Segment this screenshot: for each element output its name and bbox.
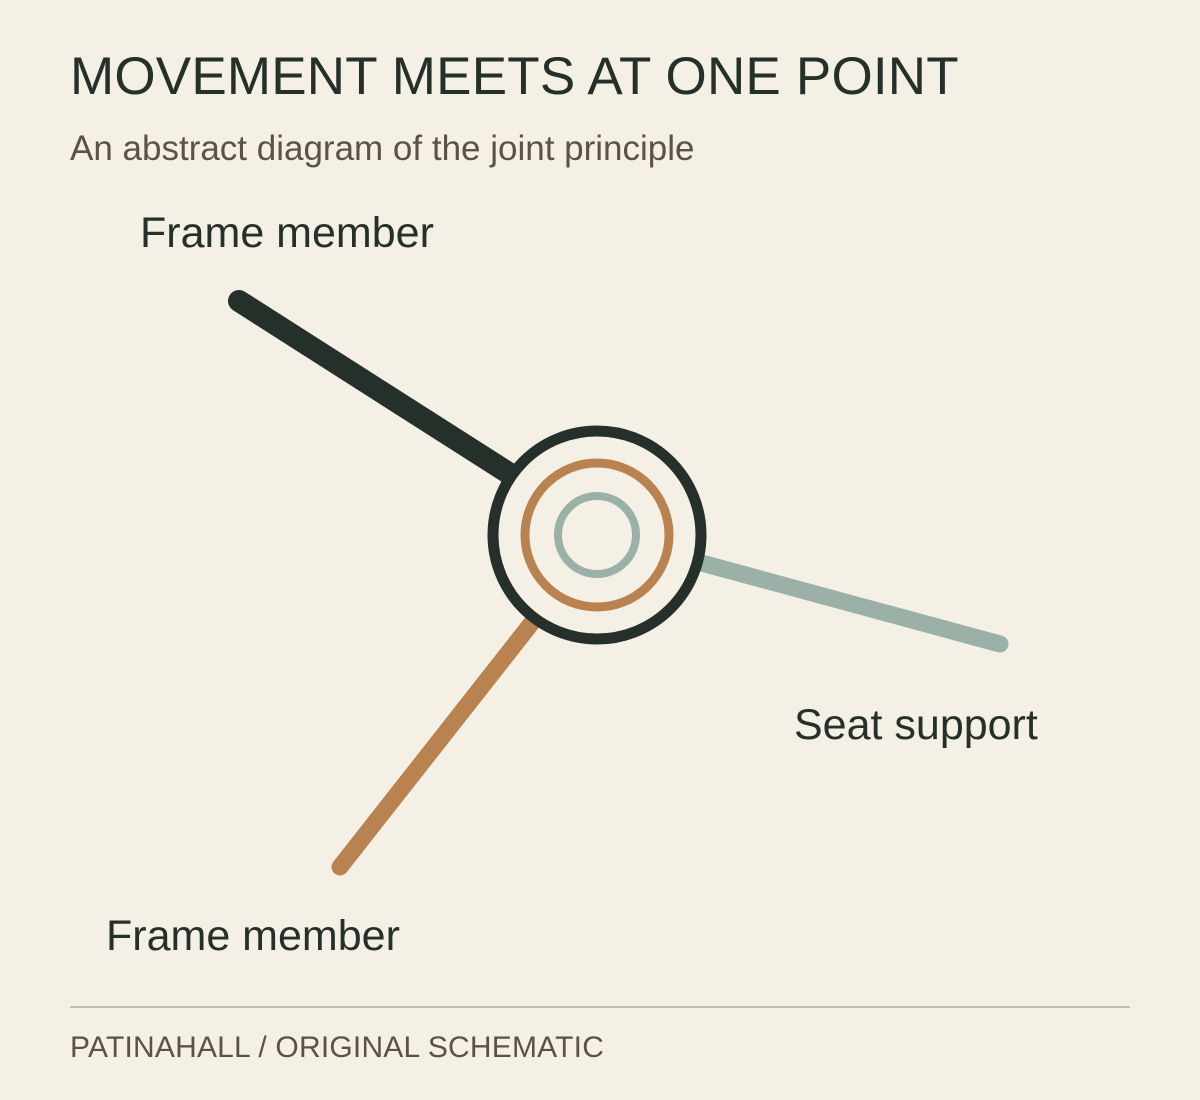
label-upper-frame-member: Frame member <box>140 209 434 257</box>
footer-divider <box>70 1006 1130 1008</box>
page-title: MOVEMENT MEETS AT ONE POINT <box>70 47 959 106</box>
joint-middle-ring <box>520 458 674 612</box>
lower-frame-member <box>331 611 543 876</box>
page-subtitle: An abstract diagram of the joint princip… <box>70 129 695 168</box>
footer-credit: PATINAHALL / ORIGINAL SCHEMATIC <box>70 1031 605 1064</box>
label-lower-frame-member: Frame member <box>106 912 400 960</box>
joint-inner-ring <box>554 492 640 578</box>
seat-support-member <box>689 553 1009 653</box>
upper-frame-member <box>228 290 521 485</box>
label-seat-support: Seat support <box>794 701 1038 749</box>
